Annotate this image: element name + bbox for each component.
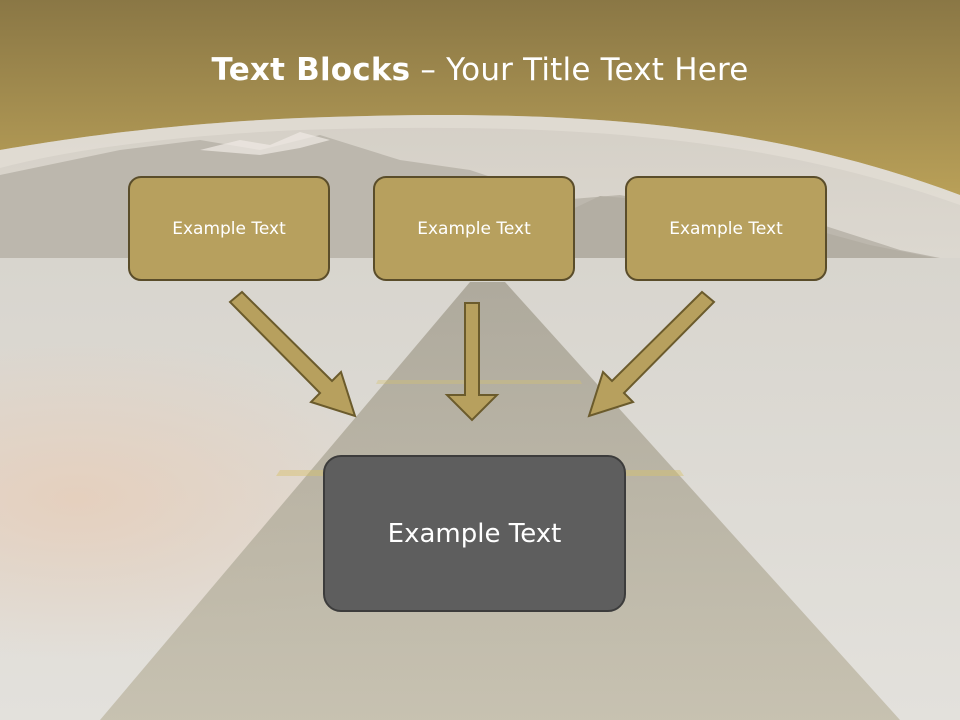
arrow-right-icon — [587, 290, 716, 418]
arrow-left-icon — [228, 290, 357, 418]
text-block-right: Example Text — [625, 176, 827, 281]
text-block-middle: Example Text — [373, 176, 575, 281]
arrow-middle-icon — [444, 302, 500, 422]
center-text-block: Example Text — [323, 455, 626, 612]
title-rest: – Your Title Text Here — [410, 52, 749, 88]
title-bold: Text Blocks — [211, 52, 411, 88]
text-block-left: Example Text — [128, 176, 330, 281]
slide-title: Text Blocks – Your Title Text Here — [0, 52, 960, 88]
